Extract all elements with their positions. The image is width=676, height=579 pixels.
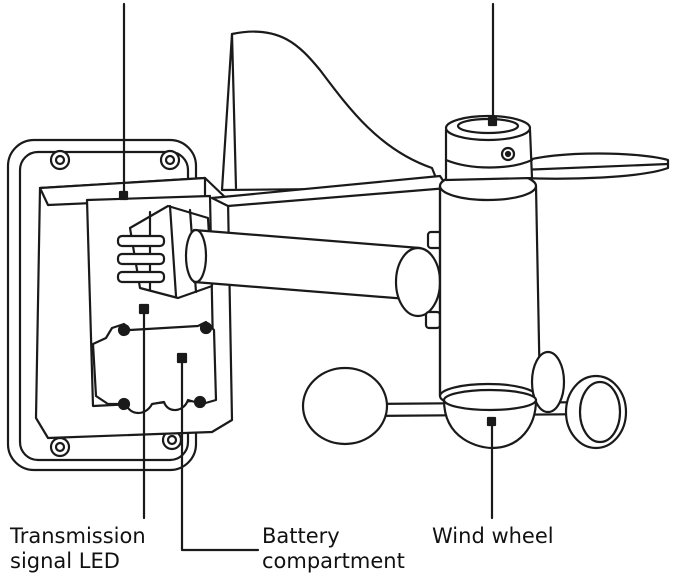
transmission-led-label: Transmission signal LED	[10, 524, 146, 574]
leader-battery	[180, 360, 260, 552]
sensor-mast	[438, 170, 542, 410]
transmission-led-label-line1: Transmission	[10, 524, 146, 548]
wind-wheel	[301, 350, 628, 450]
leader-housing-dot	[118, 190, 129, 201]
wind-cup-left	[301, 366, 389, 446]
screw-bottom-left	[117, 397, 131, 411]
battery-marker-icon	[176, 352, 188, 364]
leader-wind-wheel-dot	[486, 416, 497, 427]
battery-compartment-label-line2: compartment	[262, 549, 405, 573]
wind-wheel-label-text: Wind wheel	[432, 524, 554, 548]
leader-vane-cap-dot	[487, 116, 498, 127]
screw-top-right	[199, 321, 213, 335]
callout-lines	[118, 2, 498, 552]
battery-compartment-label-line1: Battery	[262, 524, 340, 548]
battery-compartment-cover	[91, 320, 218, 415]
wind-vane	[210, 30, 670, 208]
screw-top-left	[117, 323, 131, 337]
vane-cap	[444, 114, 534, 182]
transmission-led-label-line2: signal LED	[10, 549, 120, 573]
wind-cup-rear	[530, 350, 566, 414]
transmission-led-icon	[138, 303, 150, 315]
wind-wheel-label: Wind wheel	[432, 524, 554, 549]
screw-bottom-right	[193, 395, 207, 409]
battery-compartment-label: Battery compartment	[262, 524, 405, 574]
